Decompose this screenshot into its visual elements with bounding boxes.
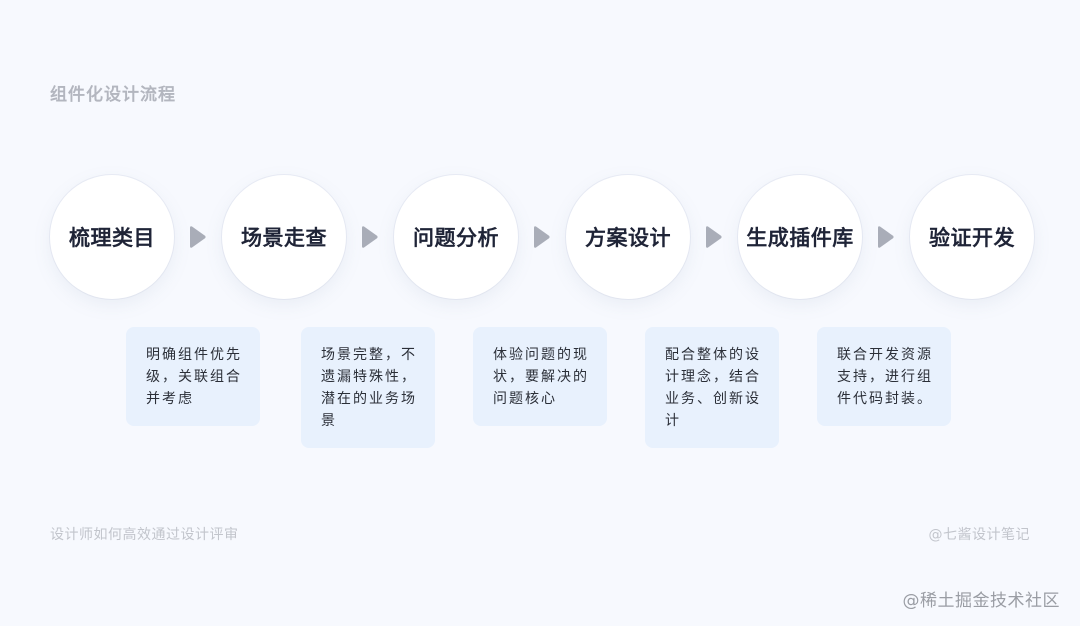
card-text: 配合整体的设计理念，结合业务、创新设计 — [665, 347, 761, 429]
card-text: 场景完整，不遗漏特殊性，潜在的业务场景 — [321, 347, 417, 429]
step-circle-generate-plugin-library: 生成插件库 — [738, 175, 862, 299]
watermark: @稀土掘金技术社区 — [902, 591, 1060, 611]
triangle-right-icon — [878, 225, 894, 249]
footer-author: @七酱设计笔记 — [928, 527, 1030, 543]
footer-caption: 设计师如何高效通过设计评审 — [50, 527, 239, 543]
triangle-right-icon — [534, 225, 550, 249]
step-circle-verify-development: 验证开发 — [910, 175, 1034, 299]
step-label: 验证开发 — [929, 226, 1015, 250]
step-description-card: 体验问题的现状，要解决的问题核心 — [473, 327, 607, 426]
step-description-card: 配合整体的设计理念，结合业务、创新设计 — [645, 327, 779, 448]
step-label: 梳理类目 — [69, 226, 155, 250]
step-label: 问题分析 — [413, 226, 499, 250]
step-circle-scenario-walkthrough: 场景走查 — [222, 175, 346, 299]
step-description-card: 场景完整，不遗漏特殊性，潜在的业务场景 — [301, 327, 435, 448]
step-circle-solution-design: 方案设计 — [566, 175, 690, 299]
triangle-right-icon — [190, 225, 206, 249]
step-circle-sort-categories: 梳理类目 — [50, 175, 174, 299]
card-text: 体验问题的现状，要解决的问题核心 — [493, 347, 589, 407]
step-description-card: 联合开发资源支持，进行组件代码封装。 — [817, 327, 951, 426]
step-circle-problem-analysis: 问题分析 — [394, 175, 518, 299]
card-text: 明确组件优先级，关联组合并考虑 — [146, 347, 242, 407]
step-description-card: 明确组件优先级，关联组合并考虑 — [126, 327, 260, 426]
step-label: 生成插件库 — [746, 226, 854, 250]
diagram-title: 组件化设计流程 — [50, 85, 176, 105]
triangle-right-icon — [706, 225, 722, 249]
step-label: 场景走查 — [241, 226, 327, 250]
triangle-right-icon — [362, 225, 378, 249]
card-text: 联合开发资源支持，进行组件代码封装。 — [837, 347, 933, 407]
step-label: 方案设计 — [585, 226, 671, 250]
